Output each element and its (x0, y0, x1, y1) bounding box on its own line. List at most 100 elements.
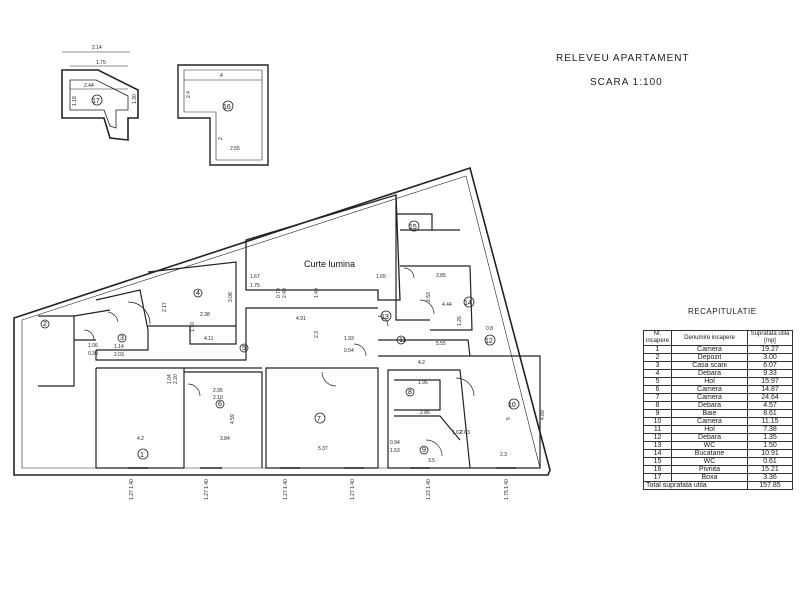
dim-label: 5 (506, 417, 512, 420)
room-area-cell: 9.33 (747, 369, 793, 378)
room-name-cell: Camera (671, 345, 748, 354)
svg-text:4: 4 (196, 290, 200, 297)
dim-label: 2.40 (282, 288, 288, 298)
dim-label: 4.91 (296, 316, 306, 322)
room-area-cell: 15.21 (747, 465, 793, 474)
room-name-cell: Pivnita (671, 465, 748, 474)
room-area-cell: 7.38 (747, 425, 793, 434)
room-name-cell: Casa scarii (671, 361, 748, 370)
svg-text:13: 13 (381, 314, 389, 321)
dim-label: 0.54 (344, 348, 354, 354)
dim-label: 3.85 (436, 273, 446, 279)
room-area-cell: 3.00 (747, 353, 793, 362)
interior-walls (38, 195, 541, 469)
room-area-cell: 1.35 (747, 433, 793, 442)
room-area-cell: 3.36 (747, 473, 793, 482)
room-area-cell: 14.87 (747, 385, 793, 394)
dim-label: 2.4 (186, 91, 192, 98)
dim-label: 4.89 (540, 410, 546, 420)
room-number-cell: 1 (642, 345, 673, 354)
room-name-cell: Camera (671, 385, 748, 394)
dim-label: 3.5 (428, 458, 435, 464)
svg-text:6: 6 (218, 401, 222, 408)
dim-label: 4 (220, 73, 223, 79)
room-name-cell: Baie (671, 409, 748, 418)
recap-header-cell: Nr. incapere (642, 330, 673, 346)
dim-label: 2.17 (162, 302, 168, 312)
room-area-cell: 11.15 (747, 417, 793, 426)
recap-title: RECAPITULATIE (688, 307, 757, 316)
room-name-cell: Hol (671, 377, 748, 386)
dim-label: 2.63 (460, 430, 470, 436)
window-dim-label: 1.27 1.40 (283, 479, 289, 500)
room-name-cell: Boxa (671, 473, 748, 482)
courtyard-label: Curte lumina (304, 259, 355, 269)
page-title: RELEVEU APARTAMENT (556, 53, 690, 64)
room-area-cell: 10.91 (747, 449, 793, 458)
dim-label: 1.53 (390, 448, 400, 454)
total-label: Total suprafata utila (643, 481, 748, 490)
room-number-cell: 16 (642, 465, 673, 474)
room-name-cell: WC (671, 441, 748, 450)
dim-label: 2 (218, 137, 224, 140)
dim-label: 1.14 (114, 344, 124, 350)
room-area-cell: 1.50 (747, 441, 793, 450)
svg-text:9: 9 (422, 447, 426, 454)
dim-label: 4.2 (137, 436, 144, 442)
room-16-outline (177, 64, 269, 166)
dim-label: 2.86 (420, 410, 430, 416)
building-outline (13, 166, 551, 476)
room-name-cell: Debara (671, 369, 748, 378)
dim-label: 1.10 (190, 322, 196, 332)
dim-label: 1.18 (72, 96, 78, 106)
room-number-cell: 12 (642, 433, 673, 442)
dim-label: 2.44 (84, 83, 94, 89)
dim-label: 2.95 (213, 388, 223, 394)
dim-label: 2.3 (500, 452, 507, 458)
svg-text:7: 7 (317, 416, 321, 423)
room-name-cell: WC (671, 457, 748, 466)
svg-text:15: 15 (409, 224, 417, 231)
dim-label: 2.55 (230, 146, 240, 152)
room-number-cell: 3 (642, 361, 673, 370)
recap-header-cell: Denumire incapere (671, 330, 748, 346)
dim-label: 3.08 (228, 292, 234, 302)
room-number-cell: 2 (642, 353, 673, 362)
room-markers (40, 94, 520, 460)
dim-label: 5.55 (436, 341, 446, 347)
dim-label: 0.8 (486, 326, 493, 332)
dim-label: 1.40 (314, 288, 320, 298)
dim-label: 1.65 (376, 274, 386, 280)
room-number-cell: 11 (642, 425, 673, 434)
room-numbers: 1 2 3 4 5 6 7 8 9 10 11 12 13 14 15 16 1… (43, 98, 516, 459)
room-number-cell: 14 (642, 449, 673, 458)
svg-text:2: 2 (43, 321, 47, 328)
total-value: 157.85 (747, 481, 793, 490)
svg-text:12: 12 (485, 338, 493, 345)
dim-label: 0.70 (276, 288, 282, 298)
window-dim-label: 1.27 1.40 (204, 479, 210, 500)
dim-label: 2.20 (173, 374, 179, 384)
room-area-cell: 4.57 (747, 401, 793, 410)
dim-label: 1.30 (132, 94, 138, 104)
scale-label: SCARA 1:100 (590, 77, 663, 88)
room-number-cell: 13 (642, 441, 673, 450)
svg-text:16: 16 (223, 104, 231, 111)
room-name-cell: Debara (671, 433, 748, 442)
room-17-outline (61, 51, 139, 141)
window-dim-label: 1.23 1.40 (426, 479, 432, 500)
room-name-cell: Depozit (671, 353, 748, 362)
dim-label: 3.84 (220, 436, 230, 442)
